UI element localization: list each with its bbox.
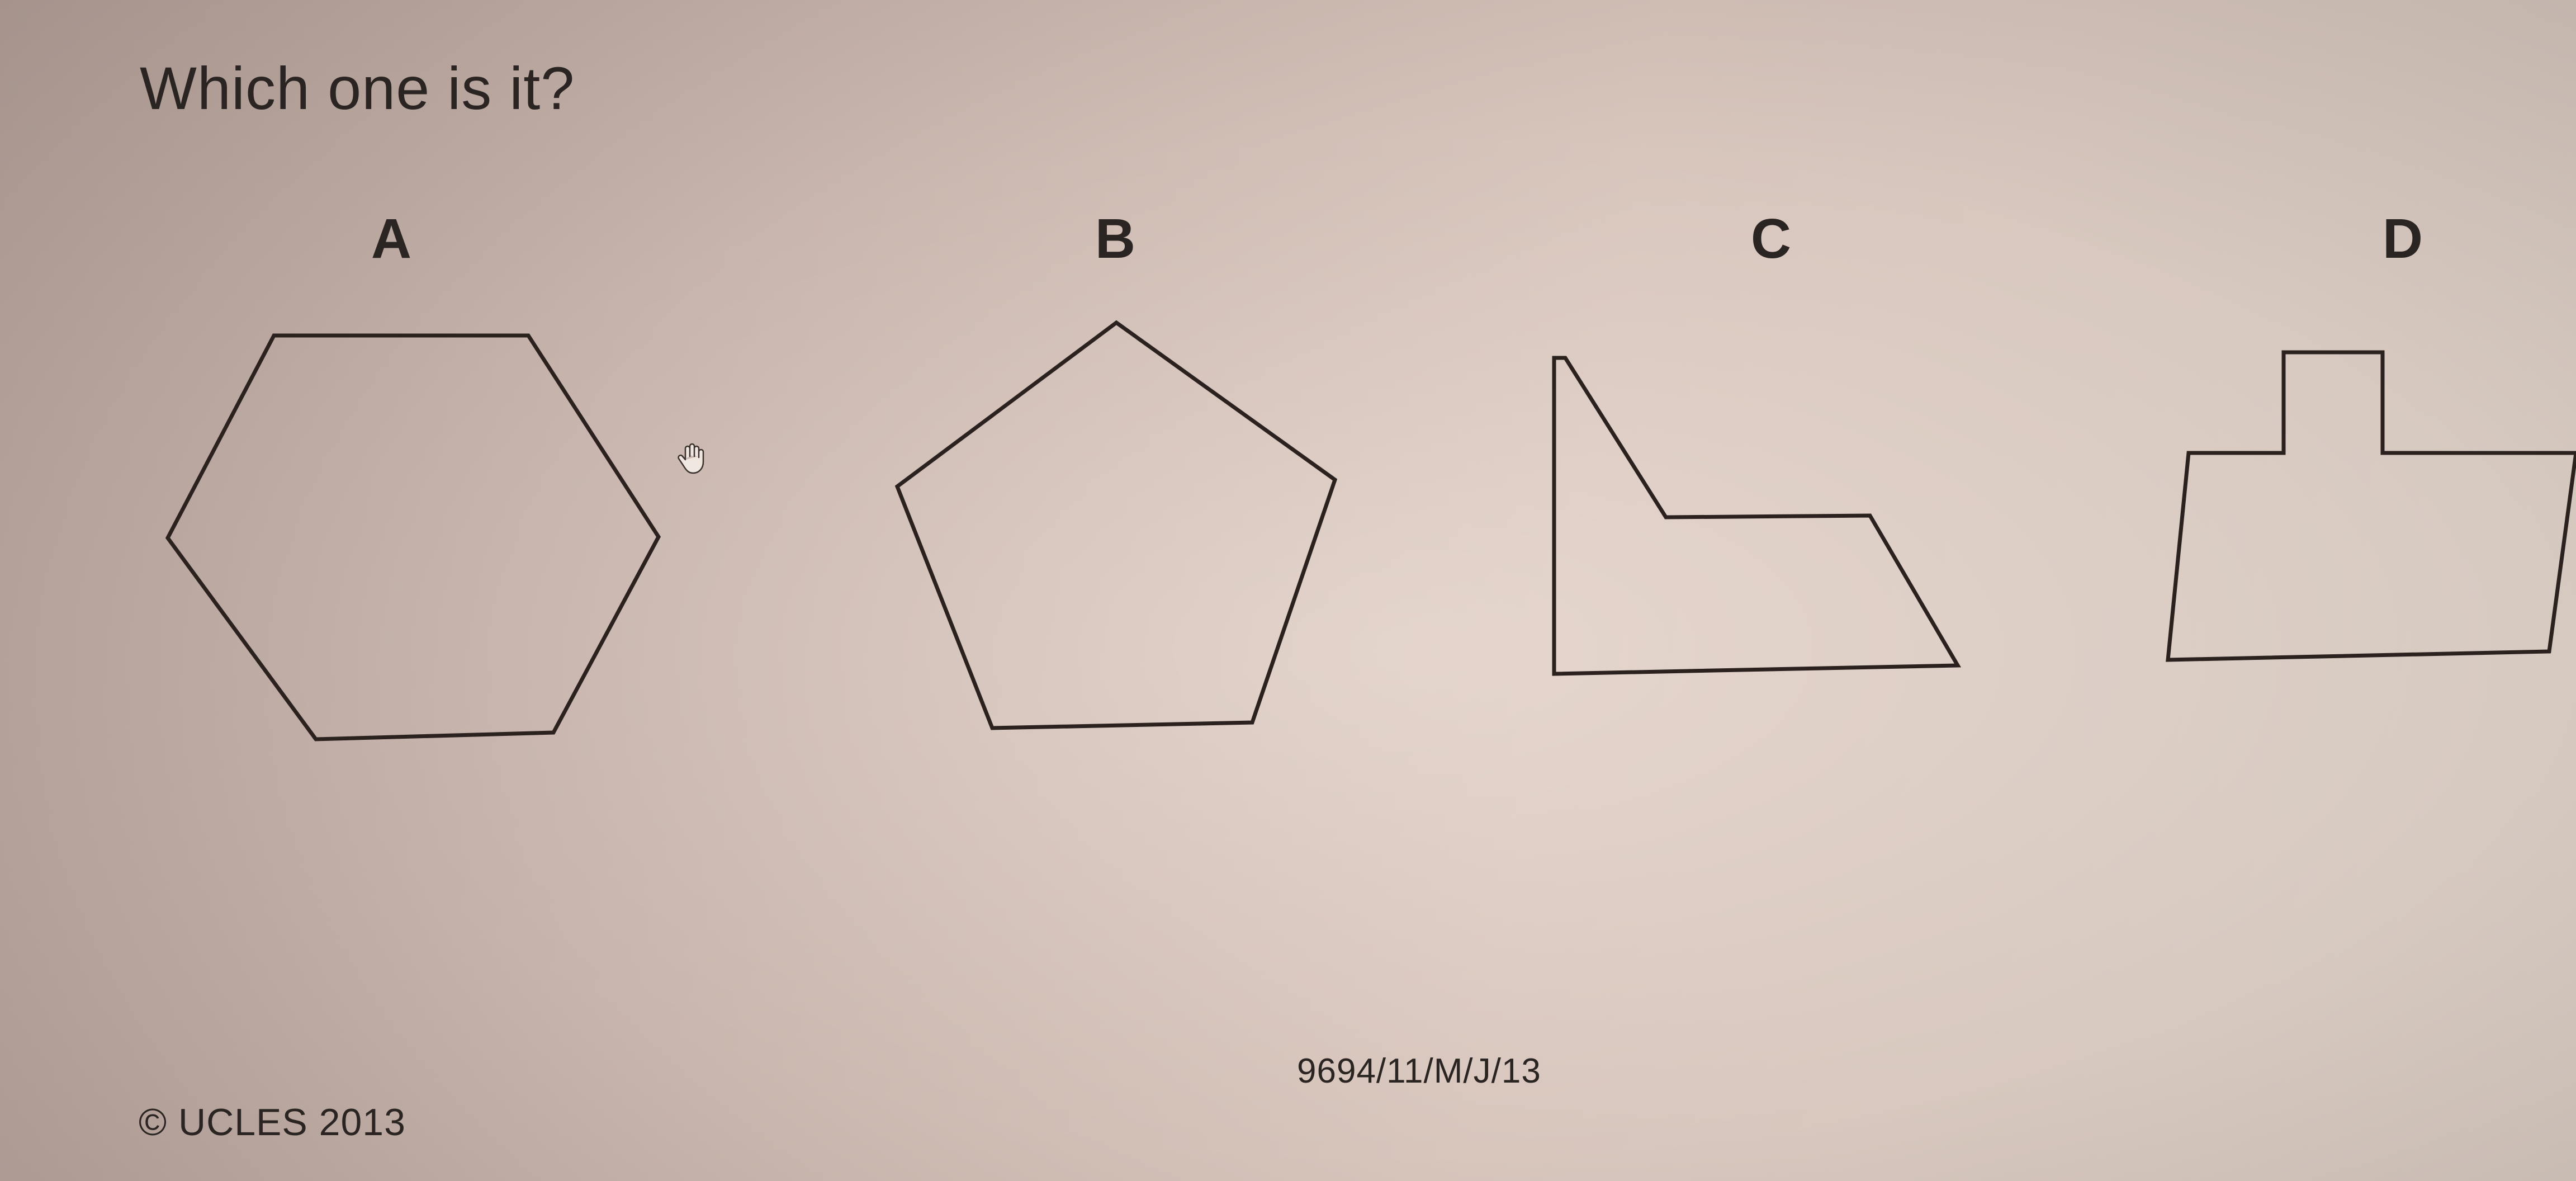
paper-code: 9694/11/M/J/13 <box>1297 1052 1541 1090</box>
option-a-label: A <box>371 207 412 270</box>
option-c-label: C <box>1750 207 1792 270</box>
copyright-notice: © UCLES 2013 <box>139 1101 406 1144</box>
hand-cursor-icon <box>678 443 704 474</box>
option-d-shape[interactable] <box>2166 350 2576 662</box>
question-text: Which one is it? <box>140 54 575 122</box>
option-d-label: D <box>2382 207 2423 270</box>
option-c-shape[interactable] <box>1552 356 1962 676</box>
option-a-hexagon[interactable] <box>165 333 661 741</box>
option-b-pentagon[interactable] <box>894 320 1338 730</box>
option-b-label: B <box>1095 207 1136 270</box>
